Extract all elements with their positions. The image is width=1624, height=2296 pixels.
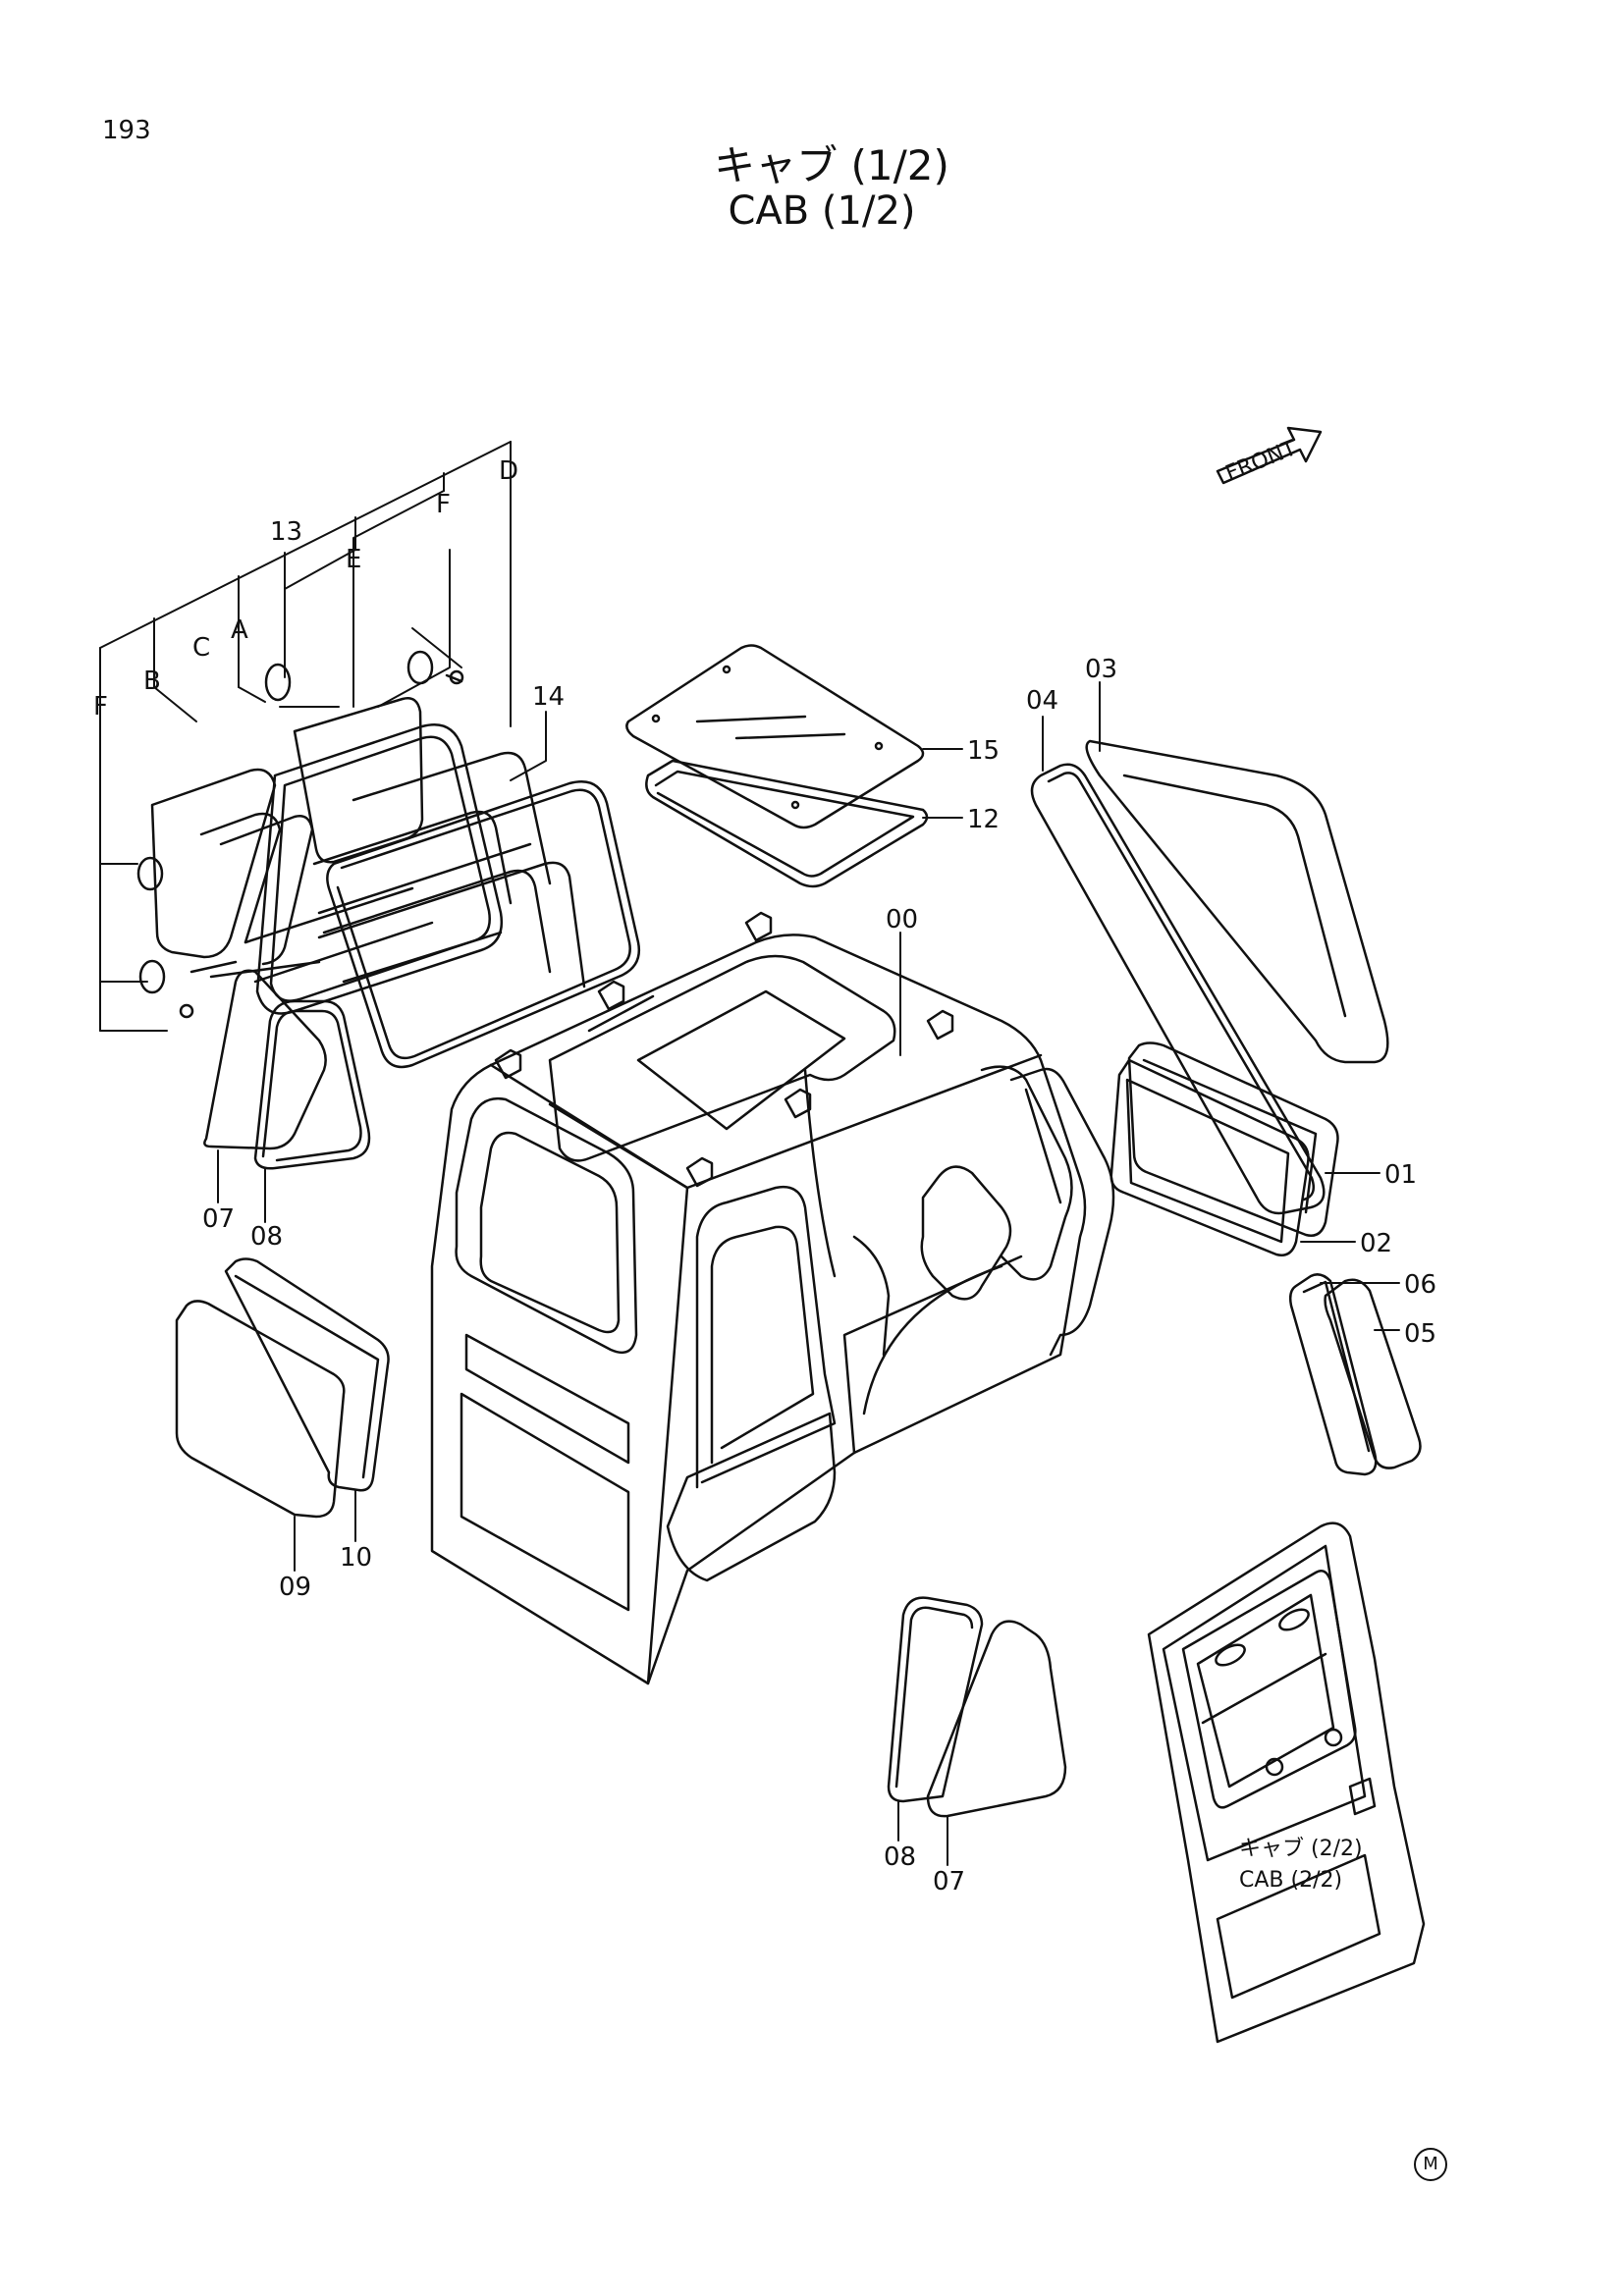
callout-08-bottom: 08 [884,1842,916,1872]
leader-lines-13 [99,441,512,1032]
seal-14 [326,780,641,1069]
callout-12: 12 [967,805,1000,834]
triangle-glass-left [203,969,371,1170]
callout-labels: 13 D F E A C B F 14 15 12 04 03 00 01 02… [93,456,1436,1896]
callout-A: A [231,615,248,645]
callout-15: 15 [967,736,1000,766]
callout-D: D [499,456,518,486]
clip-hardware-group [136,650,464,1019]
callout-07-left: 07 [202,1204,235,1234]
page-title-english: CAB (1/2) [728,188,916,234]
callout-05: 05 [1404,1319,1436,1349]
triangle-glass-bottom [887,1596,1067,1818]
callout-01: 01 [1384,1160,1417,1190]
callout-00: 00 [886,905,918,934]
page-title-japanese: キャブ (1/2) [714,141,949,189]
front-arrow-icon: FRONT [1216,426,1323,487]
callout-03: 03 [1085,655,1117,684]
callout-F-upper: F [436,490,451,519]
window-04-03 [1030,739,1389,1215]
side-window-09-10 [175,1257,390,1519]
roof-bracket-group [494,911,954,1188]
cross-ref-japanese: キャブ (2/2) [1239,1837,1363,1861]
window-01-02 [1110,1041,1339,1256]
callout-C: C [192,633,210,663]
roof-seal-12 [645,759,929,888]
callout-09: 09 [279,1573,311,1602]
callout-E: E [346,545,361,574]
callout-04: 04 [1026,686,1058,716]
callout-06: 06 [1404,1270,1436,1300]
callout-08-left: 08 [250,1222,283,1252]
callout-14: 14 [532,682,565,712]
callout-10: 10 [340,1543,372,1573]
cab-door-panel [1147,1522,1426,2044]
roof-hatch-15 [625,644,925,829]
callout-13: 13 [270,517,302,547]
callout-02: 02 [1360,1229,1392,1258]
callout-07-bottom: 07 [933,1867,965,1896]
quarter-glass-05-06 [1288,1273,1422,1476]
front-label: FRONT [1222,436,1301,487]
callout-F-lower: F [93,692,108,721]
maker-mark: M [1414,2148,1447,2181]
front-window-assembly [150,697,586,1015]
callout-B: B [143,667,161,696]
cross-ref-english: CAB (2/2) [1239,1868,1342,1893]
page-number: 193 [102,116,151,145]
cab-body-00 [430,934,1115,1685]
leader-lines-numbered [217,681,1400,1866]
